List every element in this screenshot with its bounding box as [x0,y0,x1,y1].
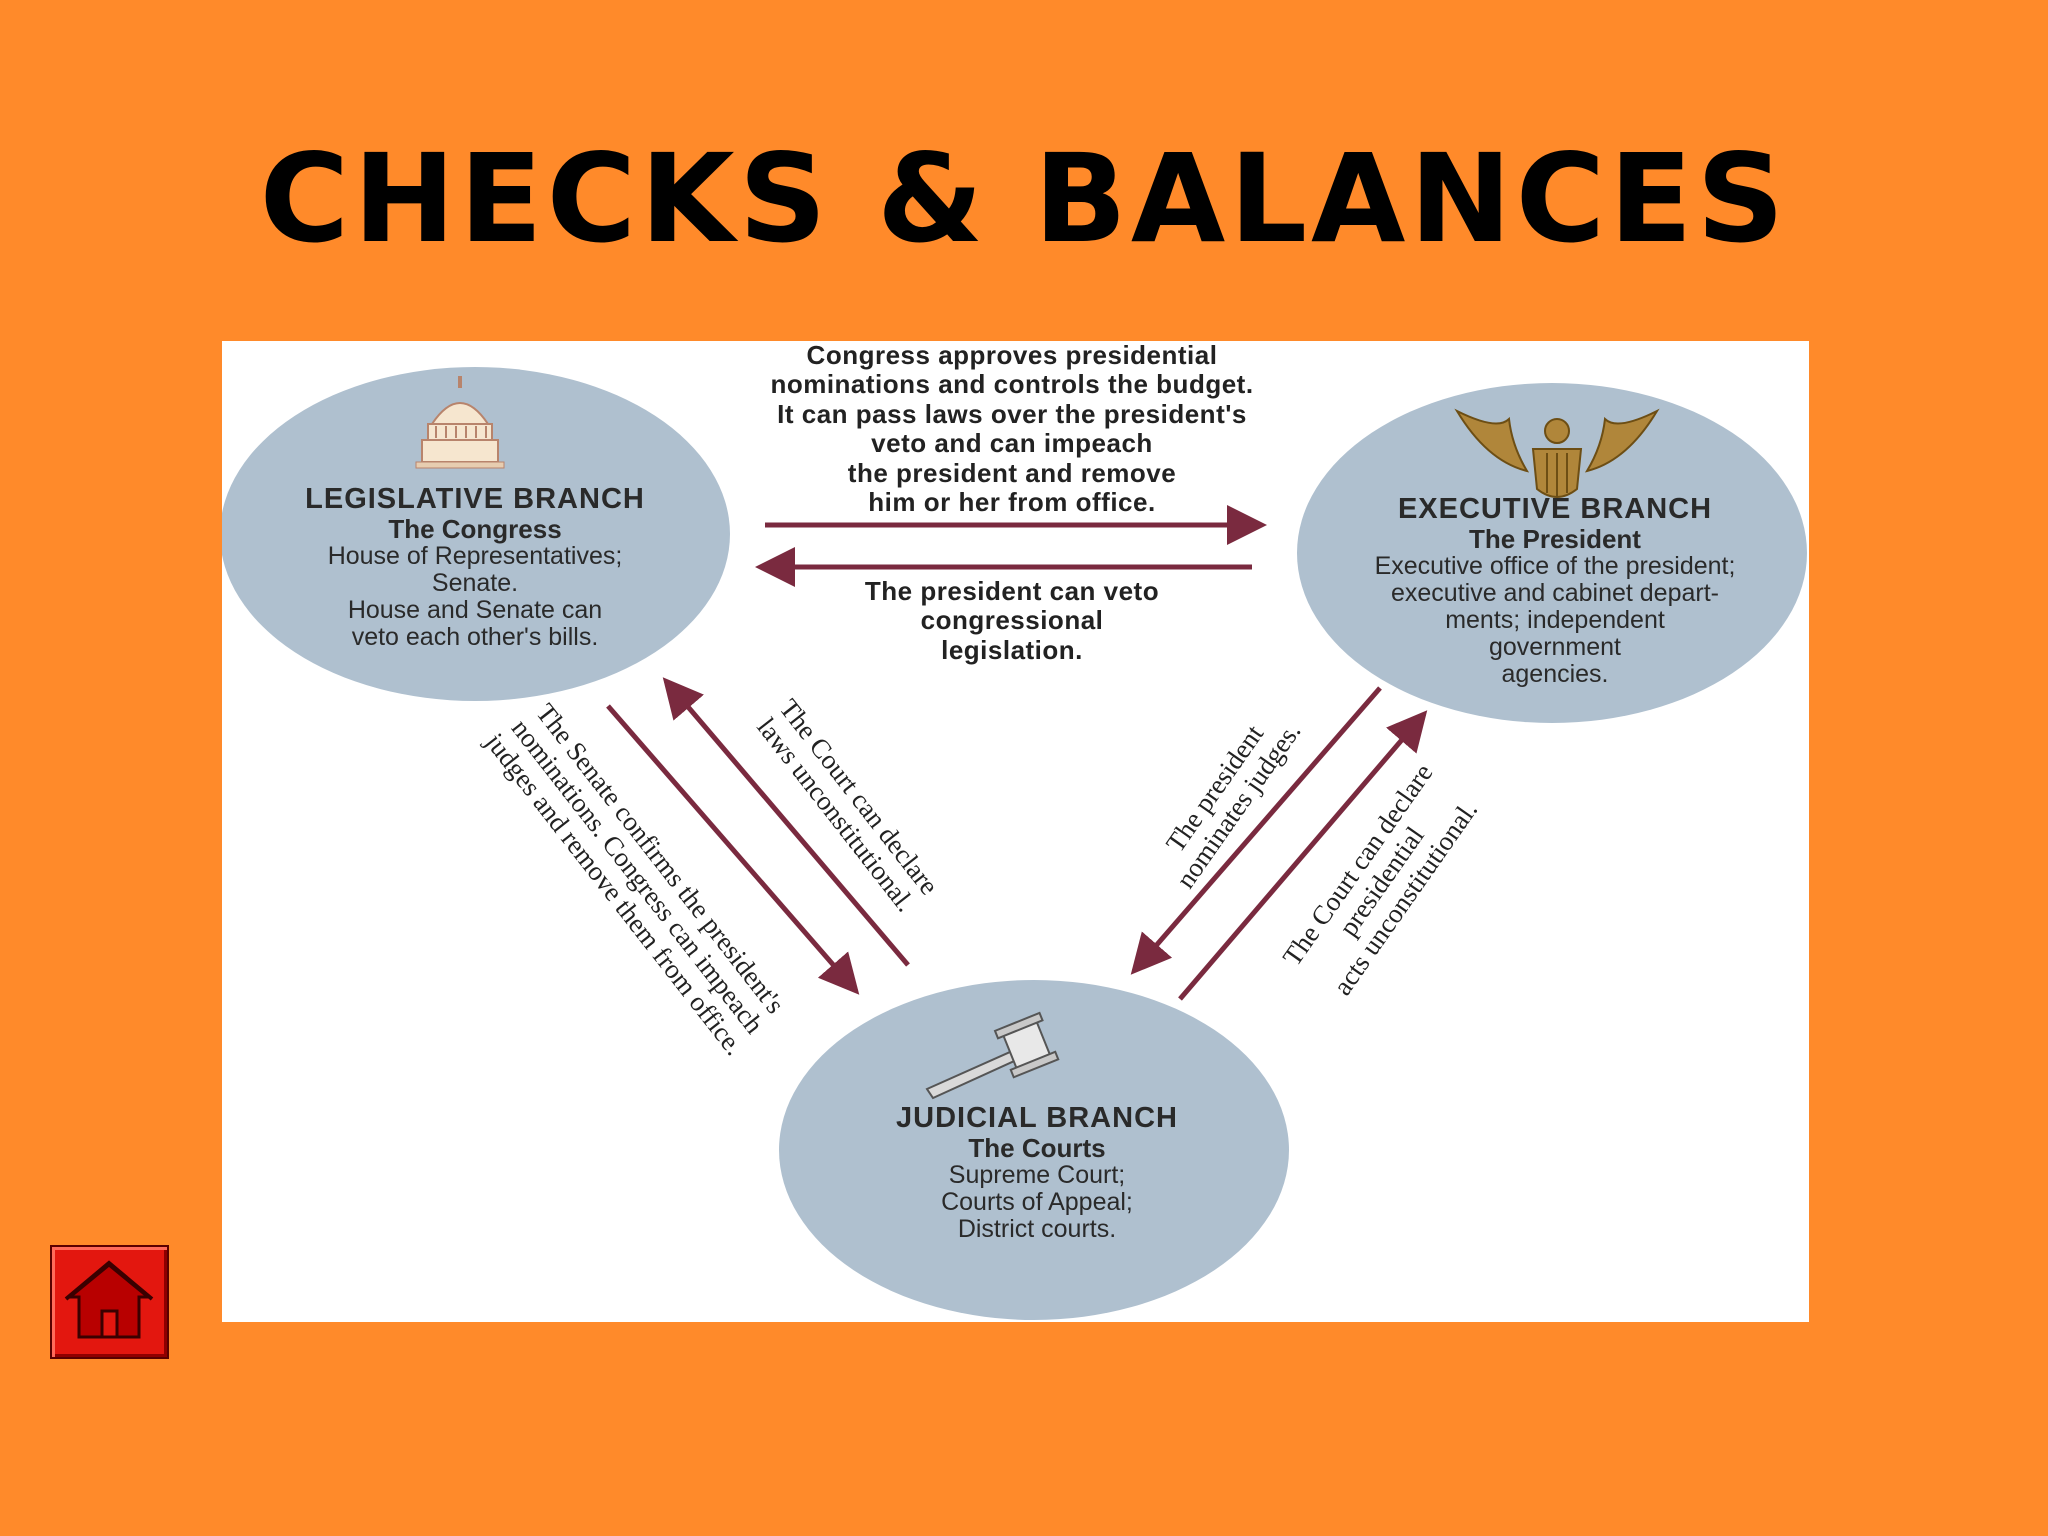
legislative-line: Senate. [431,569,519,598]
executive-line: government [1488,633,1622,662]
checks-balances-diagram: LEGISLATIVE BRANCH The Congress House of… [222,341,1809,1322]
judicial-circle [779,980,1289,1320]
legislative-line: House of Representatives; [327,542,623,571]
check-congress-to-president: Congress approves presidential nominatio… [692,341,1332,517]
judicial-line: Supreme Court; [948,1161,1126,1190]
judicial-line: Courts of Appeal; [941,1188,1133,1217]
check-line: veto and can impeach [871,428,1153,459]
check-line: him or her from office. [868,486,1156,517]
legislative-circle [222,367,730,701]
judicial-title: JUDICIAL BRANCH [896,1102,1178,1134]
eagle-seal-icon [1454,408,1660,498]
judicial-branch: JUDICIAL BRANCH The Courts Supreme Court… [802,1102,1272,1244]
check-line: Congress approves presidential [806,341,1218,370]
home-icon [64,1260,154,1339]
check-line: The president can veto [864,576,1160,606]
check-line: the president and remove [847,457,1177,488]
diagram-graphics [222,367,1807,1320]
executive-title: EXECUTIVE BRANCH [1397,493,1713,525]
executive-branch: EXECUTIVE BRANCH The President Executive… [1300,493,1809,689]
arrow-court-to-congress [662,677,910,967]
arrow-senate-to-court [606,704,860,995]
check-line: nominations and controls the budget. [770,369,1254,400]
gavel-icon [925,1011,1060,1100]
check-line: congressional [920,605,1104,636]
home-button[interactable] [50,1245,169,1359]
executive-circle [1297,383,1807,723]
legislative-line: House and Senate can [347,596,603,625]
check-line: legislation. [941,634,1083,665]
legislative-line: veto each other's bills. [351,623,599,652]
legislative-branch: LEGISLATIVE BRANCH The Congress House of… [230,483,720,652]
executive-subtitle: The President [1469,524,1641,555]
check-president-to-congress: The president can veto congressional leg… [792,576,1232,665]
arrow-president-to-court [1130,686,1382,975]
executive-line: agencies. [1501,660,1609,689]
judicial-line: District courts. [957,1215,1117,1244]
executive-line: Executive office of the president; [1374,552,1736,581]
check-line: It can pass laws over the president's [777,398,1247,429]
legislative-title: LEGISLATIVE BRANCH [305,483,645,515]
executive-line: executive and cabinet depart- [1391,579,1719,608]
slide-title: CHECKS & BALANCES [259,128,1789,270]
legislative-subtitle: The Congress [388,514,562,545]
capitol-dome-icon [415,376,505,469]
judicial-subtitle: The Courts [968,1133,1106,1164]
arrow-court-to-president [1178,710,1428,1001]
executive-line: ments; independent [1445,606,1665,635]
